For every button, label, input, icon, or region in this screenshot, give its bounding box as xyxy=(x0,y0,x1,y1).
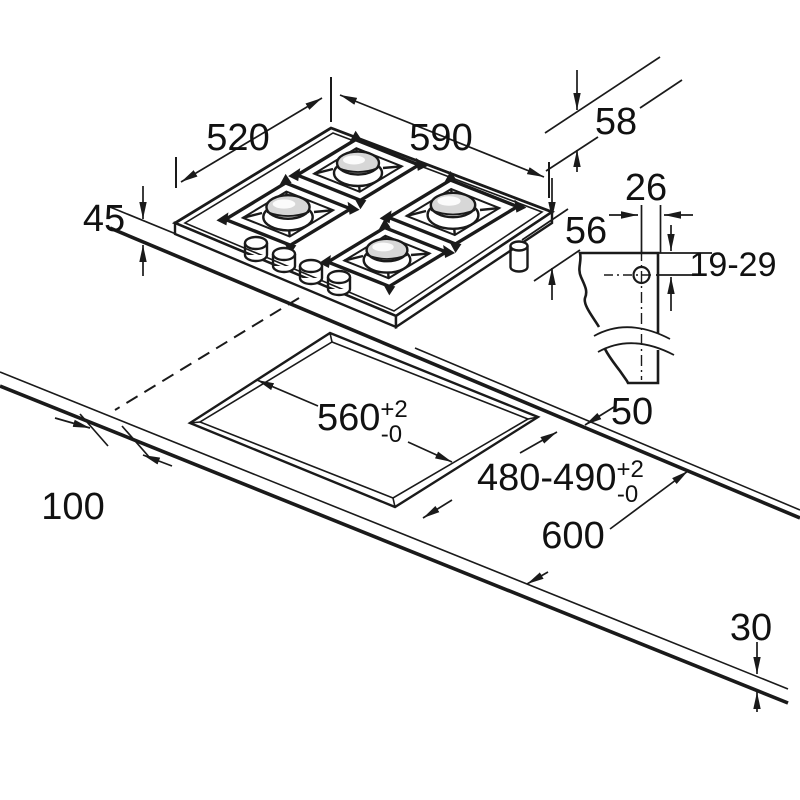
label-front-clearance: 100 xyxy=(41,486,104,528)
bracket-detail xyxy=(578,250,675,385)
burner-right xyxy=(379,171,527,253)
dimension-labels: 520 590 58 45 56 26 19-29 50 560+2-0 480… xyxy=(41,101,776,649)
dim-cutout-depth xyxy=(422,431,558,519)
label-hob-height: 45 xyxy=(83,198,125,240)
label-worktop-depth: 600 xyxy=(541,515,604,557)
burner-left xyxy=(216,173,360,255)
dim-bracket-hole-offset xyxy=(609,205,693,253)
label-cutout-depth: 480-490+2-0 xyxy=(477,456,644,508)
break-line-lower xyxy=(597,342,675,356)
knob-1 xyxy=(243,235,269,263)
label-bracket-hole-range: 19-29 xyxy=(690,246,777,284)
label-worktop-thickness: 30 xyxy=(730,607,772,649)
label-hob-body-depth: 56 xyxy=(565,210,607,252)
dim-rear-clearance xyxy=(584,406,615,426)
burner-front xyxy=(318,218,456,296)
dim-hob-height xyxy=(109,186,177,276)
label-rear-clearance: 50 xyxy=(611,391,653,433)
knob-2 xyxy=(271,246,297,274)
dimension-lines xyxy=(54,56,761,712)
label-bracket-hole-offset: 26 xyxy=(625,167,667,209)
worktop-front-top-edge xyxy=(0,371,789,690)
break-line-upper xyxy=(593,326,671,340)
dim-bracket-hole-range xyxy=(656,225,712,311)
hob-right-face xyxy=(394,209,554,330)
knob-4 xyxy=(326,269,352,297)
worktop xyxy=(0,226,800,705)
worktop-front-bottom-edge xyxy=(0,384,789,705)
dim-rear-edge-gap xyxy=(544,56,683,172)
knob-3 xyxy=(298,258,324,286)
label-cutout-width: 560+2-0 xyxy=(317,396,408,448)
dim-hob-depth xyxy=(175,77,332,188)
dim-hob-body-depth xyxy=(521,178,581,300)
label-rear-edge-gap: 58 xyxy=(595,101,637,143)
hob-foot xyxy=(509,240,529,273)
worktop-back-edge xyxy=(109,226,800,520)
label-hob-depth: 520 xyxy=(206,117,269,159)
projection-dashed-line xyxy=(114,297,300,411)
worktop-cutout xyxy=(187,331,541,509)
hob-top-rim xyxy=(183,132,544,312)
dim-front-clearance xyxy=(54,413,173,467)
dim-cutout-width xyxy=(256,379,453,463)
dim-hob-width xyxy=(339,94,550,198)
dim-worktop-depth xyxy=(526,470,689,585)
label-hob-width: 590 xyxy=(409,117,472,159)
control-knobs xyxy=(243,235,352,297)
